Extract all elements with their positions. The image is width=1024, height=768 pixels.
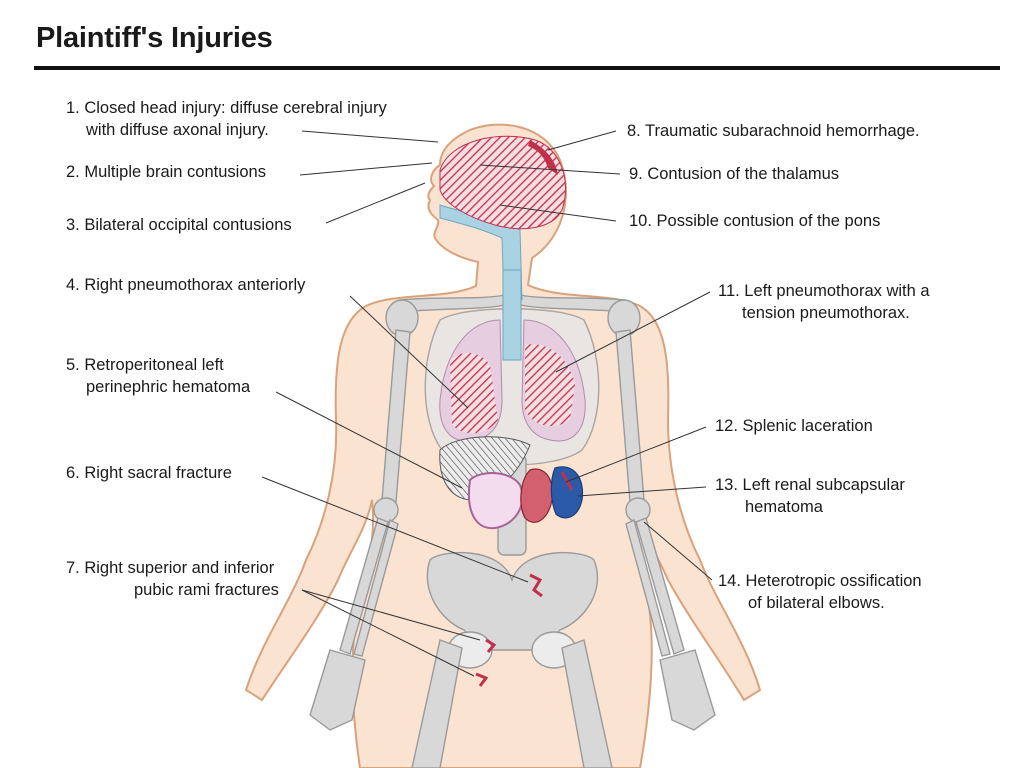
label-14: 14. Heterotropic ossification of bilater… bbox=[718, 570, 922, 614]
pubic-fracture-inferior bbox=[475, 672, 489, 687]
subarachnoid-hemorrhage bbox=[528, 140, 558, 175]
label-2-line1: 2. Multiple brain contusions bbox=[66, 163, 266, 181]
label-5: 5. Retroperitoneal left perinephric hema… bbox=[66, 354, 250, 398]
label-3: 3. Bilateral occipital contusions bbox=[66, 214, 292, 236]
label-4: 4. Right pneumothorax anteriorly bbox=[66, 274, 305, 296]
leader-11 bbox=[555, 291, 711, 373]
label-14-line2: of bilateral elbows. bbox=[748, 594, 885, 612]
label-6: 6. Right sacral fracture bbox=[66, 462, 232, 484]
label-5-line1: 5. Retroperitoneal left bbox=[66, 356, 224, 374]
sacral-fracture bbox=[529, 573, 543, 598]
label-8-line1: 8. Traumatic subarachnoid hemorrhage. bbox=[627, 122, 920, 140]
label-4-line1: 4. Right pneumothorax anteriorly bbox=[66, 276, 306, 294]
leader-10 bbox=[499, 204, 617, 222]
label-8: 8. Traumatic subarachnoid hemorrhage. bbox=[627, 120, 920, 142]
splenic-laceration bbox=[560, 471, 574, 491]
right-pneumothorax-region bbox=[450, 353, 498, 434]
left-pneumothorax-region bbox=[525, 344, 575, 426]
label-10: 10. Possible contusion of the pons bbox=[629, 210, 880, 232]
label-1-line2: with diffuse axonal injury. bbox=[86, 121, 269, 139]
label-11-line2: tension pneumothorax. bbox=[742, 304, 910, 322]
label-10-line1: 10. Possible contusion of the pons bbox=[629, 212, 881, 230]
leader-2 bbox=[299, 162, 433, 176]
label-12: 12. Splenic laceration bbox=[715, 415, 873, 437]
label-13: 13. Left renal subcapsular hematoma bbox=[715, 474, 905, 518]
intestine bbox=[467, 472, 524, 530]
leader-7b bbox=[301, 589, 475, 677]
page-title: Plaintiff's Injuries bbox=[36, 22, 273, 54]
label-2: 2. Multiple brain contusions bbox=[66, 161, 266, 183]
label-1-line1: 1. Closed head injury: diffuse cerebral … bbox=[66, 99, 387, 117]
label-6-line1: 6. Right sacral fracture bbox=[66, 464, 232, 482]
abdominal-organs bbox=[439, 436, 584, 530]
label-3-line1: 3. Bilateral occipital contusions bbox=[66, 216, 292, 234]
leader-8 bbox=[547, 130, 617, 151]
leader-3 bbox=[325, 182, 426, 224]
leader-7a bbox=[301, 589, 481, 641]
label-11-line1: 11. Left pneumothorax with a bbox=[718, 282, 930, 300]
leader-4 bbox=[349, 295, 469, 409]
leader-6 bbox=[261, 476, 529, 583]
leader-13 bbox=[577, 486, 707, 497]
label-1: 1. Closed head injury: diffuse cerebral … bbox=[66, 97, 387, 141]
leader-5 bbox=[275, 391, 463, 489]
label-5-line2: perinephric hematoma bbox=[86, 378, 251, 396]
label-12-line1: 12. Splenic laceration bbox=[715, 417, 873, 435]
label-13-line1: 13. Left renal subcapsular bbox=[715, 476, 905, 494]
leader-14 bbox=[643, 521, 713, 581]
label-9: 9. Contusion of the thalamus bbox=[629, 163, 839, 185]
label-11: 11. Left pneumothorax with a tension pne… bbox=[718, 280, 930, 324]
leader-9 bbox=[479, 164, 621, 175]
leader-12 bbox=[565, 426, 707, 483]
label-9-line1: 9. Contusion of the thalamus bbox=[629, 165, 840, 183]
lungs bbox=[439, 319, 586, 442]
fracture-marks bbox=[475, 573, 543, 687]
brain bbox=[439, 135, 566, 230]
kidney-blue-hematoma bbox=[550, 466, 584, 519]
kidney-red bbox=[520, 468, 554, 523]
title-divider bbox=[34, 66, 1000, 70]
leader-lines bbox=[261, 130, 713, 677]
label-14-line1: 14. Heterotropic ossification bbox=[718, 572, 922, 590]
label-13-line2: hematoma bbox=[745, 498, 823, 516]
label-7-line1: 7. Right superior and inferior bbox=[66, 559, 275, 577]
leader-1 bbox=[301, 130, 439, 143]
label-7-line2: pubic rami fractures bbox=[134, 581, 279, 599]
label-7: 7. Right superior and inferior pubic ram… bbox=[66, 557, 279, 601]
pubic-fracture-superior bbox=[485, 638, 497, 653]
